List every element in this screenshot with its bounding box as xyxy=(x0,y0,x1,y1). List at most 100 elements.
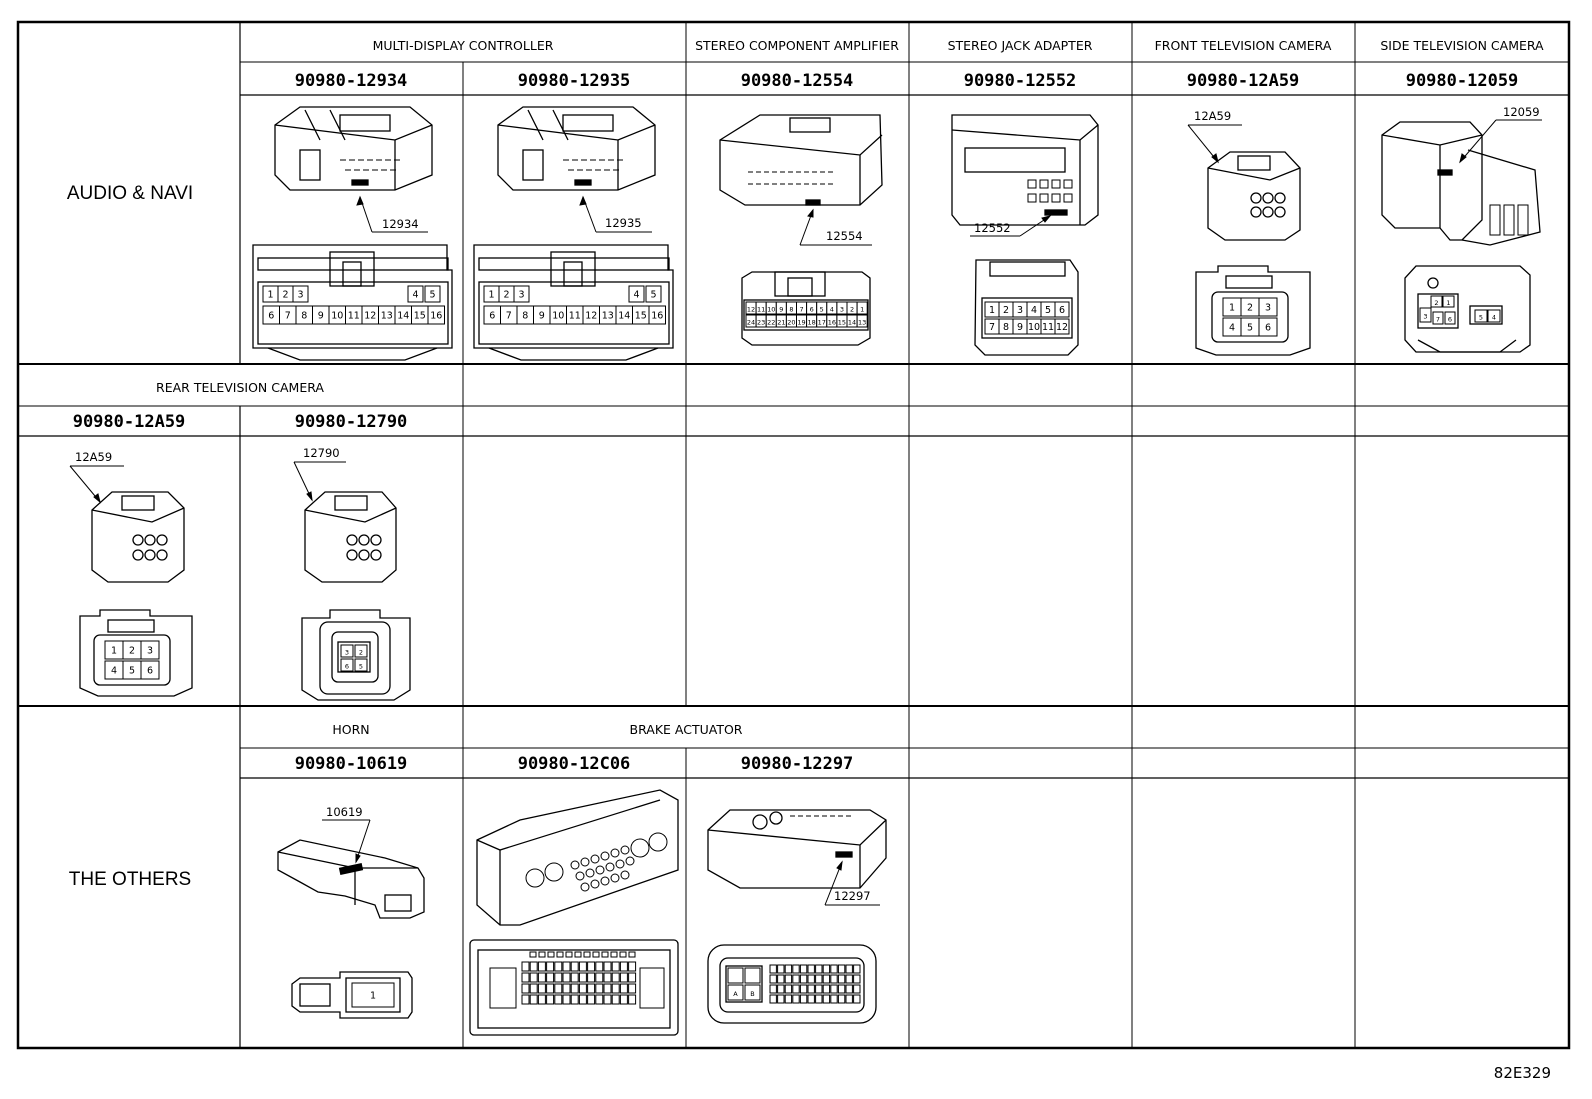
pin-cell xyxy=(547,951,555,958)
pin-number: 18 xyxy=(808,318,816,326)
pin-number: 2 xyxy=(850,305,854,313)
pin-cell xyxy=(628,994,637,1005)
pin-number: 2 xyxy=(359,648,363,656)
pin-cell xyxy=(830,964,838,974)
pin-number: 14 xyxy=(397,310,409,321)
pin-number: 13 xyxy=(381,310,393,321)
pin-number: 3 xyxy=(345,648,349,656)
pin-cell xyxy=(595,972,604,983)
pin-cell xyxy=(513,285,530,303)
pin-cell xyxy=(611,972,620,983)
pin-number: 12 xyxy=(747,305,755,313)
pin-number: 3 xyxy=(840,305,844,313)
pin-cell xyxy=(837,974,846,984)
pin-cell xyxy=(537,994,546,1005)
pin-cell xyxy=(546,983,555,994)
pin-cell xyxy=(570,972,579,983)
pin-cell xyxy=(611,994,620,1005)
pin-cell xyxy=(354,644,368,658)
pin-number: 10 xyxy=(331,310,343,321)
pin-cell xyxy=(521,994,530,1005)
pin-cell xyxy=(619,994,628,1005)
header-side-television-camera: SIDE TELEVISION CAMERA xyxy=(1380,38,1544,53)
pin-cell xyxy=(769,974,777,984)
pin-number: 12 xyxy=(1056,322,1068,333)
connector-12552-isometric xyxy=(951,114,1099,226)
pin-number: 6 xyxy=(1448,315,1452,323)
pin-number: 13 xyxy=(858,318,866,326)
pin-cell xyxy=(807,964,815,974)
pin-cell xyxy=(815,994,823,1004)
pin-cell xyxy=(587,983,596,994)
callout-label: 12552 xyxy=(974,221,1011,235)
pin-cell xyxy=(140,660,160,680)
pin-number: 10 xyxy=(767,305,775,313)
pin-cell xyxy=(556,951,564,958)
pin-cell xyxy=(595,983,604,994)
pin-cell xyxy=(351,982,395,1008)
pin-cell xyxy=(1444,311,1456,325)
pin-cell xyxy=(424,285,441,303)
pin-cell xyxy=(815,964,823,974)
pin-number: B xyxy=(750,990,754,998)
pin-number: 7 xyxy=(285,310,291,321)
part-number: 90980-12A59 xyxy=(73,412,186,432)
callout-leader xyxy=(1187,124,1242,164)
pin-cell xyxy=(1432,311,1444,325)
pin-cell xyxy=(822,964,831,974)
pin-cell xyxy=(853,984,861,994)
pin-cell xyxy=(815,984,823,994)
connector-12935-isometric xyxy=(497,106,656,191)
header-brake-actuator: BRAKE ACTUATOR xyxy=(630,722,743,737)
pin-number: 3 xyxy=(1423,312,1427,320)
pin-cell xyxy=(807,984,815,994)
pin-number: 22 xyxy=(767,318,775,326)
pin-number: 2 xyxy=(1434,299,1438,307)
pin-number: 9 xyxy=(1017,322,1023,333)
part-number: 90980-12059 xyxy=(1406,71,1519,91)
pin-cell xyxy=(554,961,563,972)
pin-cell xyxy=(799,974,808,984)
table-grid xyxy=(16,20,1571,1050)
connector-10619-isometric xyxy=(277,839,425,919)
pin-number: 2 xyxy=(503,289,509,300)
pin-number: 1 xyxy=(370,990,376,1001)
part-number: 90980-12554 xyxy=(741,71,854,91)
reference-code: 82E329 xyxy=(1494,1064,1551,1082)
pin-cell xyxy=(628,983,637,994)
pin-cell xyxy=(554,972,563,983)
pin-cell xyxy=(784,994,793,1004)
pin-number: 16 xyxy=(651,310,663,321)
pin-number: 7 xyxy=(1436,315,1440,323)
pin-cell xyxy=(562,994,571,1005)
pin-cell xyxy=(837,964,846,974)
callout-leader xyxy=(69,465,124,504)
pin-cell xyxy=(562,983,571,994)
pin-number: 4 xyxy=(633,289,639,300)
callout-label: 12297 xyxy=(834,889,871,903)
pin-cell xyxy=(628,972,637,983)
connector-12a59-rear-isometric xyxy=(91,491,185,583)
pin-cell xyxy=(1054,318,1070,335)
pin-cell xyxy=(578,994,587,1005)
pin-number: 5 xyxy=(650,289,656,300)
pin-cell xyxy=(744,984,761,1001)
connector-12059-front xyxy=(1404,265,1531,353)
pin-number: 4 xyxy=(1031,305,1037,316)
pin-number: 1 xyxy=(989,305,995,316)
pin-number: 7 xyxy=(799,305,803,313)
part-number: 90980-12552 xyxy=(964,71,1077,91)
pin-number: 1 xyxy=(1229,302,1235,313)
connector-12a59-isometric xyxy=(1207,151,1301,241)
pin-cell xyxy=(578,972,587,983)
pin-cell xyxy=(521,972,530,983)
pin-cell xyxy=(570,961,579,972)
pin-number: 5 xyxy=(429,289,435,300)
pin-number: 5 xyxy=(1247,322,1253,333)
pin-cell xyxy=(769,984,777,994)
pin-cell xyxy=(1419,307,1432,323)
